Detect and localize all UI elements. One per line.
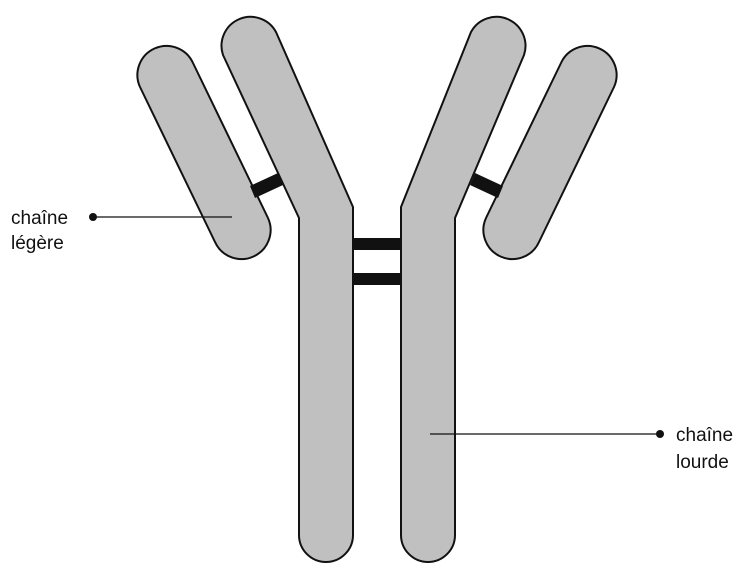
heavy-chain-label-line2: lourde: [676, 452, 729, 473]
disulfide-bond-heavy-upper: [353, 238, 401, 250]
heavy-chain-left: [222, 17, 353, 562]
disulfide-bond-heavy-lower: [353, 273, 401, 285]
heavy-chain-right: [401, 17, 525, 562]
light-chain-leader-dot: [89, 213, 97, 221]
heavy-chain-leader-dot: [656, 430, 664, 438]
light-chain-label-line2: légère: [11, 233, 64, 254]
heavy-chain-label-line1: chaîne: [676, 425, 733, 446]
disulfide-bond-left: [250, 173, 283, 198]
light-chain-label-line1: chaîne: [11, 208, 68, 229]
disulfide-bond-right: [470, 173, 503, 198]
